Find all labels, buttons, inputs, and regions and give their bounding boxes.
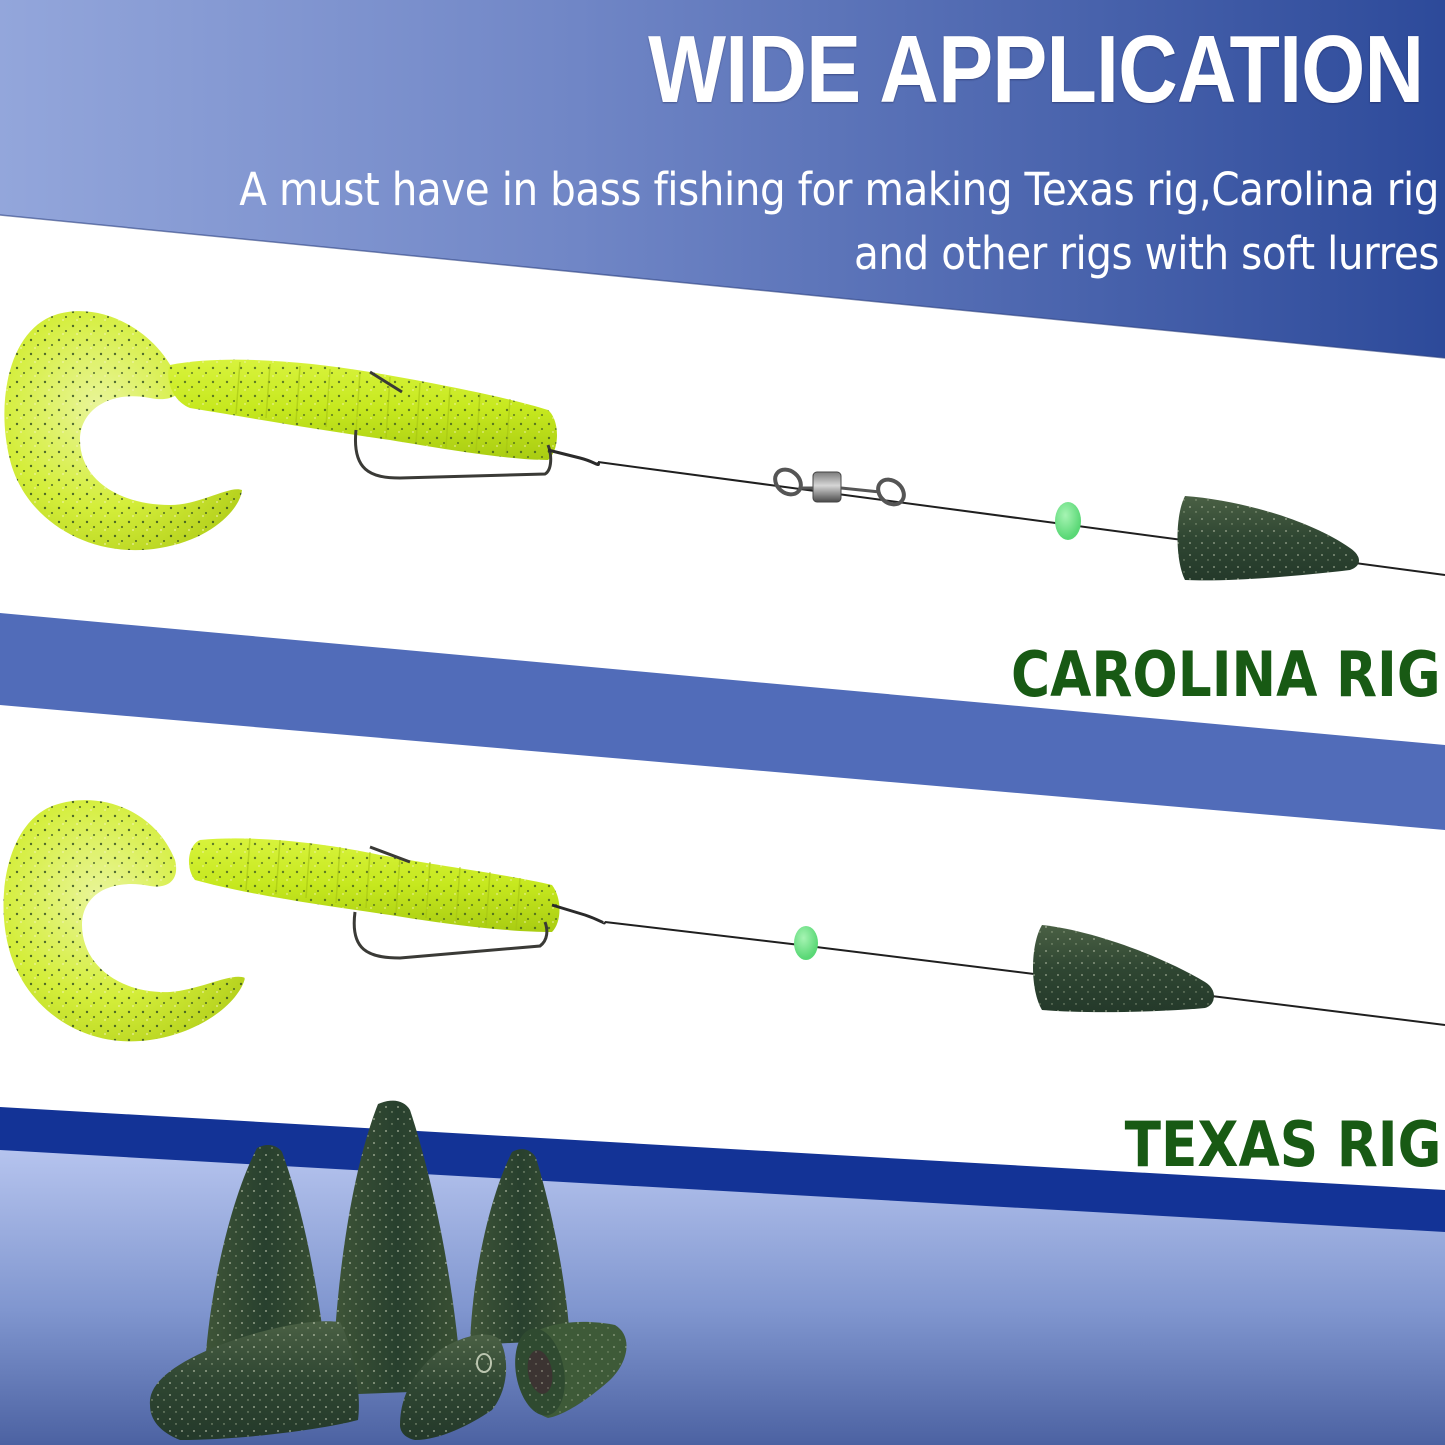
bullet-sinker — [205, 1145, 326, 1365]
bullet-sinker — [149, 1321, 359, 1440]
glow-bead — [1055, 502, 1081, 540]
glow-bead — [794, 926, 818, 960]
bullet-sinker — [400, 1334, 507, 1440]
texas-rig — [3, 800, 1445, 1042]
bullet-sinker — [1033, 925, 1215, 1013]
subtitle-line-1: A must have in bass fishing for making T… — [239, 163, 1439, 216]
bullet-sinker — [470, 1149, 570, 1345]
fishing-line — [604, 921, 1445, 1026]
offset-hook — [352, 845, 549, 960]
carolina-rig — [4, 311, 1445, 581]
page-title: WIDE APPLICATION — [647, 16, 1424, 123]
offset-hook — [353, 370, 553, 480]
sinker-product-group — [149, 1100, 627, 1440]
swivel — [773, 467, 906, 507]
bullet-sinker — [332, 1100, 462, 1395]
subtitle-line-2: and other rigs with soft lurres — [853, 227, 1440, 280]
middle-band — [0, 613, 1445, 830]
bullet-sinker — [1177, 496, 1359, 581]
carolina-rig-label: CAROLINA RIG — [1011, 638, 1441, 711]
texas-rig-label: TEXAS RIG — [1124, 1108, 1441, 1181]
header-band — [0, 0, 1445, 358]
subtitle: A must have in bass fishing for making T… — [239, 158, 1439, 286]
bullet-sinker — [515, 1321, 627, 1418]
texas-band — [0, 1107, 1445, 1232]
